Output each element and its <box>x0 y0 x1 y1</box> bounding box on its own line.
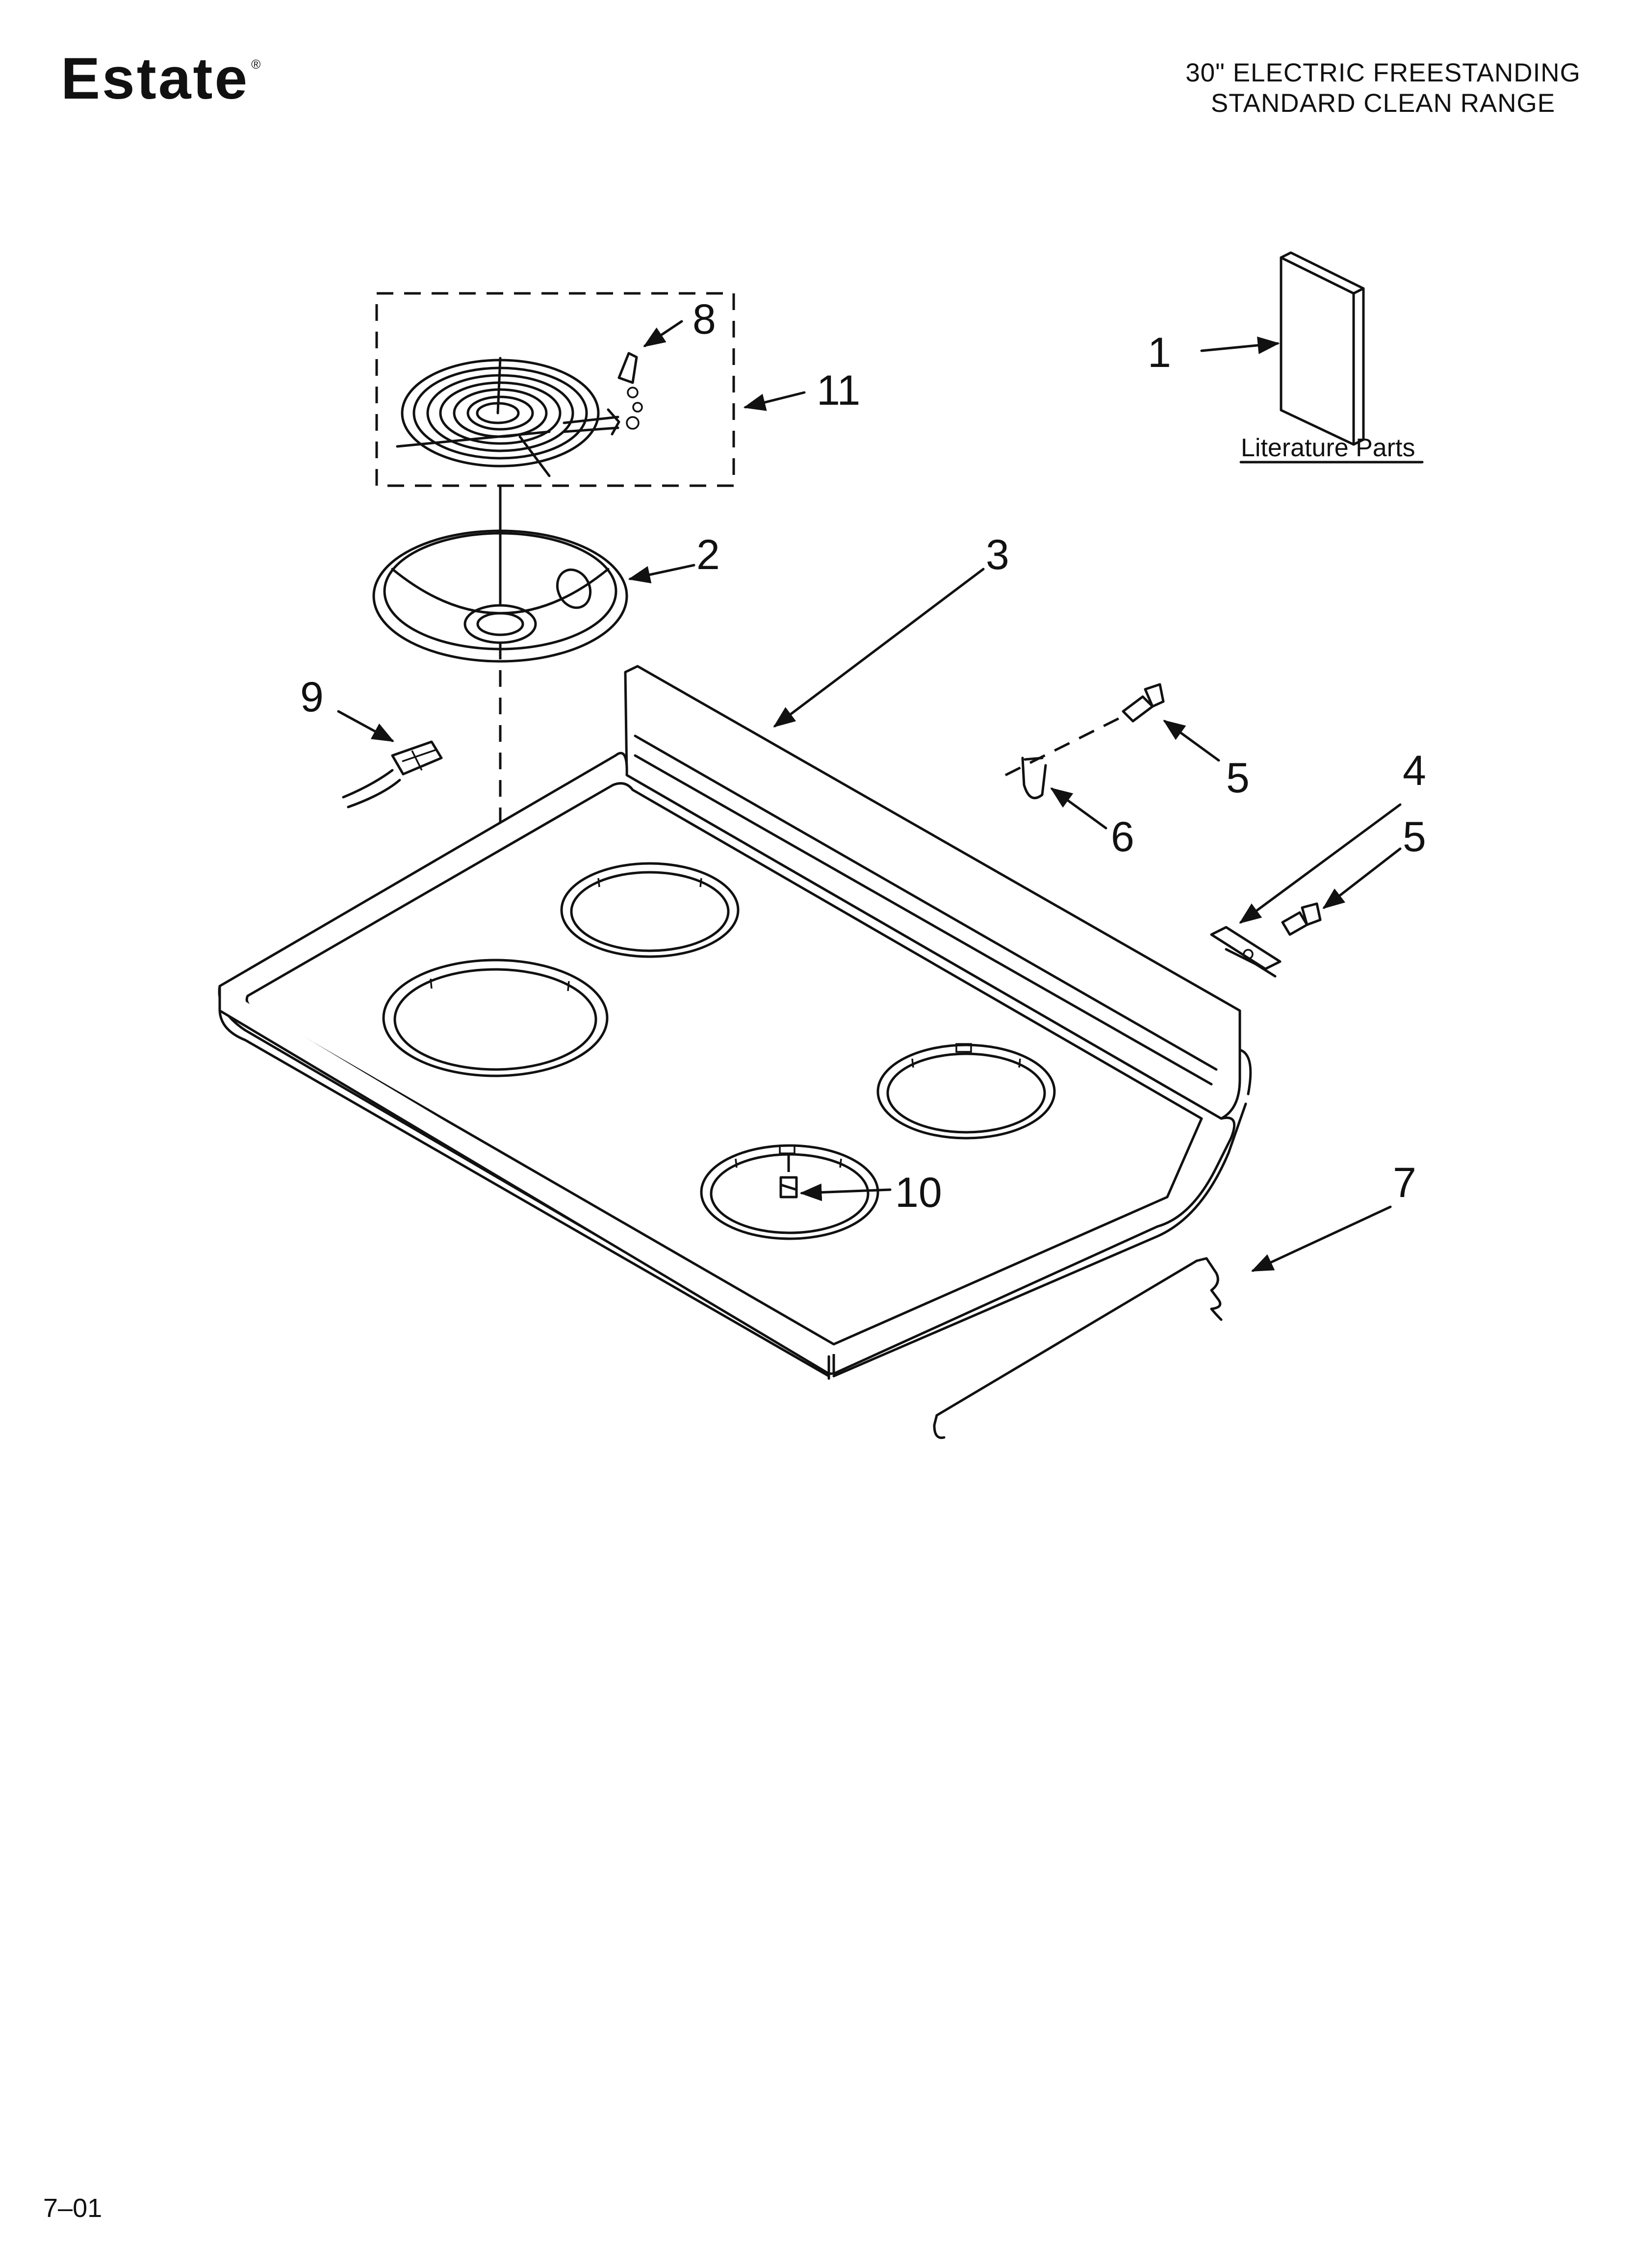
callout-1: 1 <box>1148 329 1171 376</box>
hinge-screw-upper <box>1122 683 1165 723</box>
drip-bowl <box>372 529 628 663</box>
registered-mark: ® <box>251 57 263 72</box>
literature-parts-label: Literature Parts <box>1241 434 1415 462</box>
callout-9: 9 <box>300 674 324 721</box>
cooktop-bracket <box>1210 926 1282 978</box>
callout-6: 6 <box>1111 813 1134 860</box>
callout-10: 10 <box>895 1169 942 1216</box>
bracket-screw <box>1281 902 1322 936</box>
callout-11: 11 <box>817 367 860 414</box>
callout-7: 7 <box>1393 1159 1416 1206</box>
brand-logo: Estate® <box>61 49 262 108</box>
page-title: 30" ELECTRIC FREESTANDING STANDARD CLEAN… <box>1128 58 1638 119</box>
callout-8: 8 <box>693 296 716 343</box>
title-line-2: STANDARD CLEAN RANGE <box>1210 89 1556 118</box>
burner-opening-right-rear <box>876 1043 1056 1140</box>
brand-name: Estate <box>61 46 250 111</box>
mounting-screw <box>779 1155 798 1199</box>
hinge-clip <box>1021 756 1047 800</box>
burner-opening-right-front <box>700 1144 879 1240</box>
surface-element-coil <box>396 357 619 477</box>
cooktop <box>218 665 1252 1380</box>
callout-5-upper: 5 <box>1226 755 1250 802</box>
hinge-clip-screw-line <box>1004 707 1139 777</box>
page-code: 7–01 <box>43 2193 103 2223</box>
literature-parts-booklet <box>1280 251 1365 446</box>
title-line-1: 30" ELECTRIC FREESTANDING <box>1185 58 1581 87</box>
burner-opening-left-front <box>382 959 609 1077</box>
terminal-block-clip <box>607 352 643 436</box>
callout-leaders <box>337 320 1402 1272</box>
callout-3: 3 <box>986 531 1009 578</box>
callout-2: 2 <box>696 531 720 578</box>
support-rod <box>933 1257 1223 1439</box>
surface-element-assembly-box <box>375 292 735 487</box>
callout-4: 4 <box>1403 747 1426 794</box>
callout-5-lower: 5 <box>1403 813 1426 860</box>
burner-opening-left-rear <box>560 862 740 958</box>
wiring-harness-connector <box>342 740 443 808</box>
